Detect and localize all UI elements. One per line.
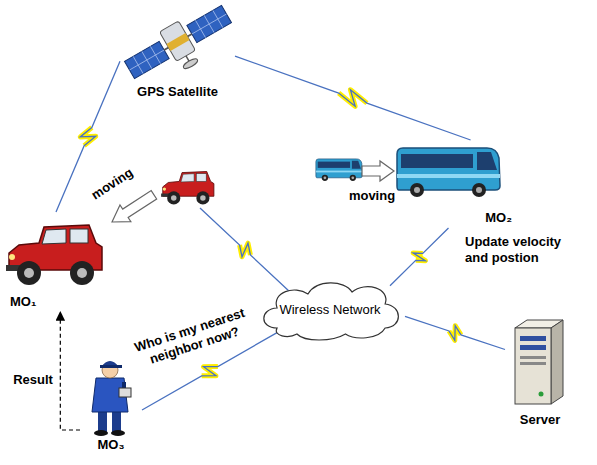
result-arrow xyxy=(60,312,80,430)
move-arrow xyxy=(107,186,160,230)
person-icon xyxy=(92,361,131,436)
bus-icon xyxy=(316,159,362,181)
jeep-icon xyxy=(161,172,214,205)
cloud-shape xyxy=(264,283,399,340)
edge-label: Update velocity and postion xyxy=(465,234,583,265)
wireless-link xyxy=(60,312,80,430)
move-arrow xyxy=(362,161,394,181)
node-label: MO₂ xyxy=(485,210,512,226)
network-cloud: Wireless Network xyxy=(255,278,405,342)
motion-label: moving xyxy=(349,188,395,204)
node-label: Server xyxy=(520,412,560,428)
motion-label: moving xyxy=(88,165,135,203)
satellite-icon xyxy=(121,0,241,94)
link-line xyxy=(390,228,449,286)
wireless-link xyxy=(405,316,505,349)
edge-label: Result xyxy=(13,372,53,388)
link-line xyxy=(405,316,505,349)
network-label: Wireless Network xyxy=(279,302,380,318)
link-line xyxy=(235,56,471,140)
vehicle-node: MO₂ xyxy=(390,140,520,228)
jeep-icon xyxy=(6,225,102,285)
vehicle-node: MO₁ xyxy=(2,212,110,312)
server-node: Server xyxy=(505,315,575,430)
bus-icon xyxy=(397,148,500,197)
satellite-node: GPS Satellite xyxy=(120,0,235,102)
node-label: GPS Satellite xyxy=(137,84,218,100)
person-node: MO₃ xyxy=(80,355,142,455)
wireless-link xyxy=(390,228,449,286)
wireless-link xyxy=(200,208,290,292)
edge-label: Who is my nearest neighbor now? xyxy=(124,303,259,373)
server-icon xyxy=(515,320,563,404)
node-label: MO₃ xyxy=(98,437,125,453)
node-label: MO₁ xyxy=(10,294,36,310)
wireless-link xyxy=(235,56,471,140)
